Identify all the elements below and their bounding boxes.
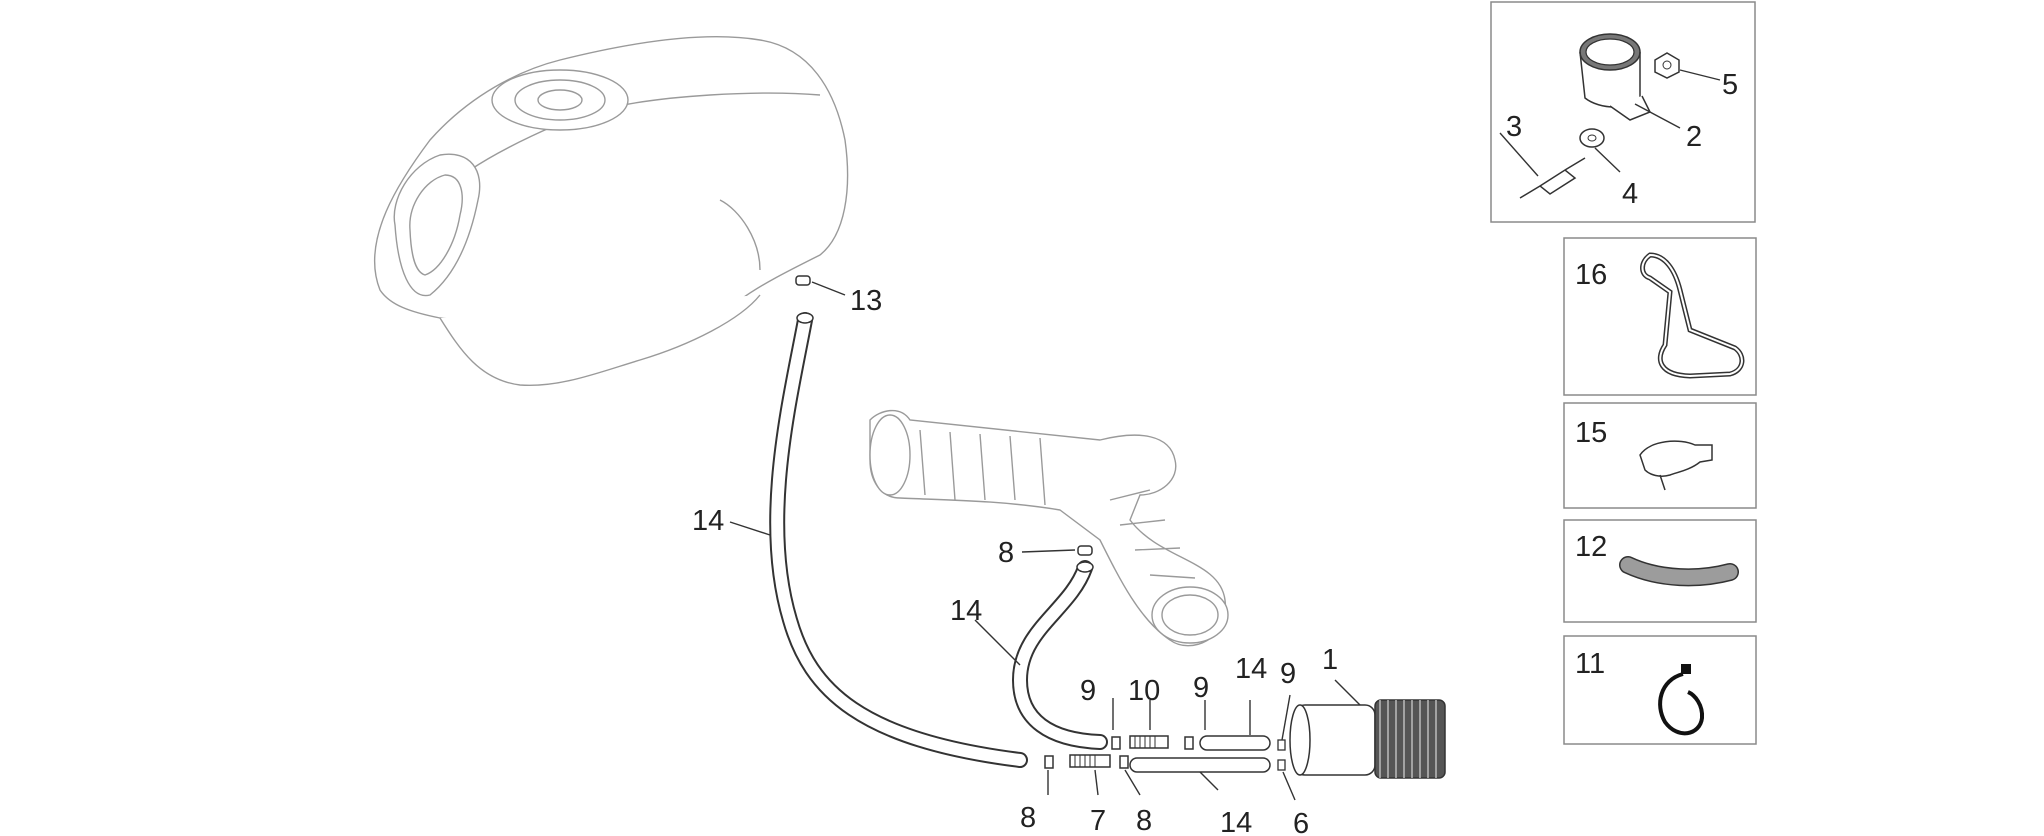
fuel-tank-icon: [374, 36, 849, 387]
bracket-band-icon: [1579, 33, 1652, 121]
callout-1: 1: [1322, 644, 1338, 676]
spring-clamp-box: [1563, 635, 1757, 745]
spring-clamp-icon: [1658, 664, 1705, 736]
callout-6: 6: [1293, 808, 1309, 836]
callout-8-lower-left: 8: [1020, 802, 1036, 834]
clip-icon: [1639, 440, 1713, 491]
callout-14-long: 14: [692, 505, 724, 537]
wire-bracket-icon: [1640, 252, 1745, 379]
callout-5: 5: [1722, 69, 1738, 101]
callout-labels: 13 14 8 14 9 10 9 14 9 1 8 7 8 14 6 3 4 …: [692, 69, 1738, 836]
air-intake-duct-icon: [869, 409, 1229, 647]
washer-icon: [1579, 128, 1605, 148]
hose-fitting-icon: [1044, 735, 1194, 769]
wire-bracket-box: [1563, 237, 1757, 396]
nut-icon: [1654, 52, 1680, 79]
callout-2: 2: [1686, 121, 1702, 153]
callout-9-right: 9: [1280, 658, 1296, 690]
bracket-kit-box: [1490, 1, 1756, 223]
hose-section-box: [1563, 519, 1757, 623]
callout-15: 15: [1575, 417, 1607, 449]
clamp-icon: [795, 275, 1093, 556]
stud-icon: [1519, 157, 1586, 199]
vent-hose-long: [769, 312, 1028, 768]
callout-11: 11: [1575, 648, 1605, 680]
clip-box: [1563, 402, 1757, 509]
callout-8-lower-mid: 8: [1136, 805, 1152, 836]
callout-16: 16: [1575, 259, 1607, 291]
callout-12: 12: [1575, 531, 1607, 563]
callout-9-left: 9: [1080, 675, 1096, 707]
callout-7: 7: [1090, 805, 1106, 836]
vent-hose-short: [1011, 560, 1108, 750]
callout-13: 13: [850, 285, 882, 317]
callout-8-upper: 8: [998, 537, 1014, 569]
callout-14-lower: 14: [1220, 807, 1252, 836]
hose-section-icon: [1129, 735, 1286, 773]
callout-3: 3: [1506, 111, 1522, 143]
leader-lines: [729, 281, 1361, 801]
hose-section-icon: [1619, 556, 1739, 587]
callout-10: 10: [1128, 675, 1160, 707]
callout-14-short: 14: [950, 595, 982, 627]
callout-4: 4: [1622, 178, 1638, 210]
callout-14-upper-right: 14: [1235, 653, 1267, 685]
callout-9-mid: 9: [1193, 672, 1209, 704]
carbon-canister-icon: [1289, 699, 1446, 779]
